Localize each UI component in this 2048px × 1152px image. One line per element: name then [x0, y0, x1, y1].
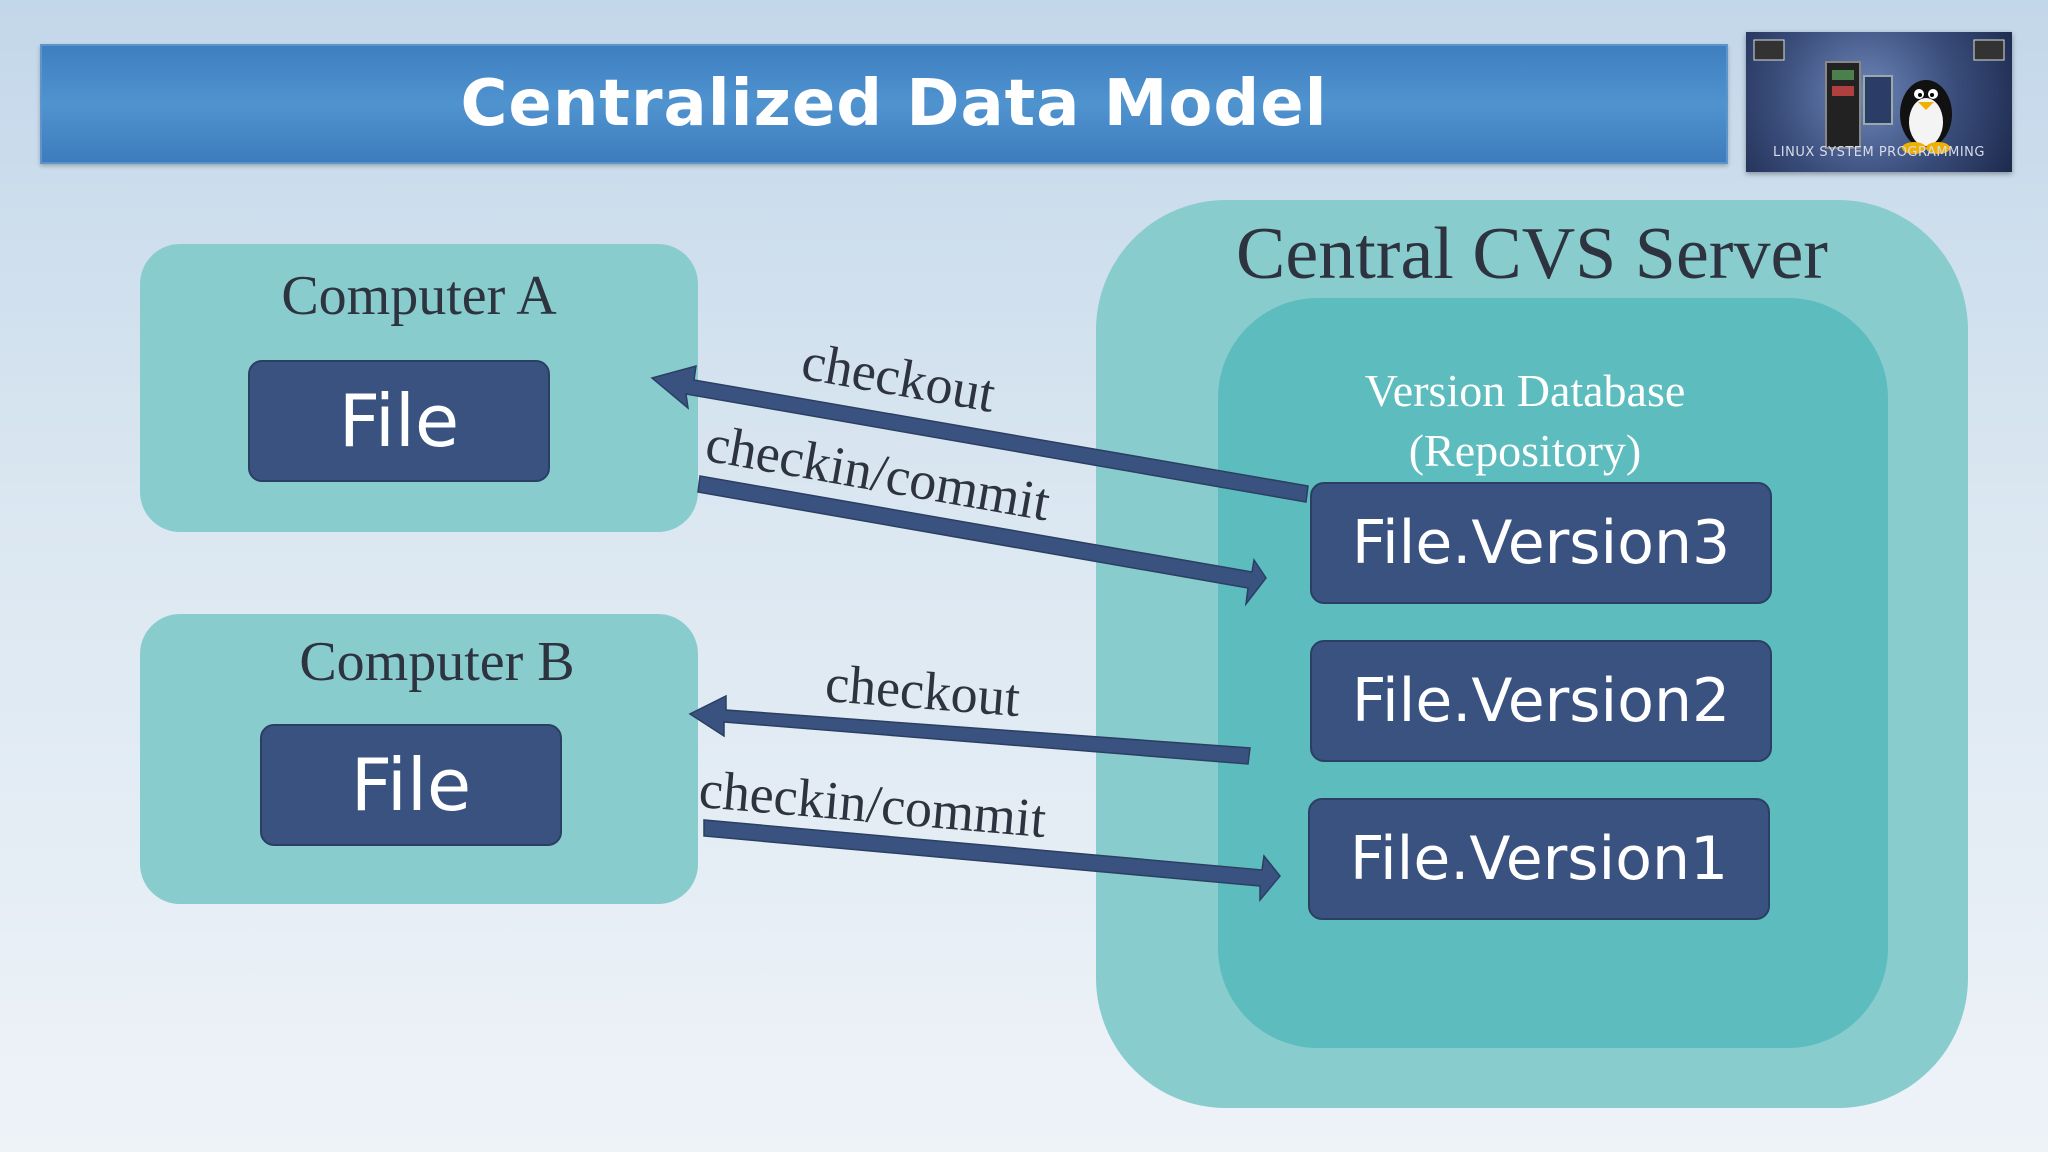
repository-label-line1: Version Database	[1364, 365, 1686, 416]
repository-label-line2: (Repository)	[1408, 425, 1642, 476]
computer-a-panel: Computer A File	[140, 244, 698, 532]
file-version1: File.Version1	[1308, 798, 1770, 920]
logo-caption: LINUX SYSTEM PROGRAMMING	[1773, 145, 1985, 160]
file-version2: File.Version2	[1310, 640, 1772, 762]
computer-a-file: File	[248, 360, 550, 482]
file-version3: File.Version3	[1310, 482, 1772, 604]
title-bar: Centralized Data Model	[40, 44, 1728, 164]
arrow-a-checkout	[650, 364, 1309, 503]
arrow-a-checkin	[697, 475, 1267, 607]
arrow-b-checkout	[688, 694, 1251, 765]
computer-b-label: Computer B	[299, 631, 575, 693]
arrow-b-checkin	[703, 819, 1281, 903]
computer-b-panel: Computer B File	[140, 614, 698, 904]
course-logo: LINUX SYSTEM PROGRAMMING	[1746, 32, 2012, 172]
slide-title: Centralized Data Model	[460, 67, 1328, 141]
central-server-title: Central CVS Server	[1236, 213, 1828, 295]
computer-a-label: Computer A	[281, 265, 557, 327]
tux-penguin-icon	[1753, 39, 2005, 154]
computer-b-file: File	[260, 724, 562, 846]
